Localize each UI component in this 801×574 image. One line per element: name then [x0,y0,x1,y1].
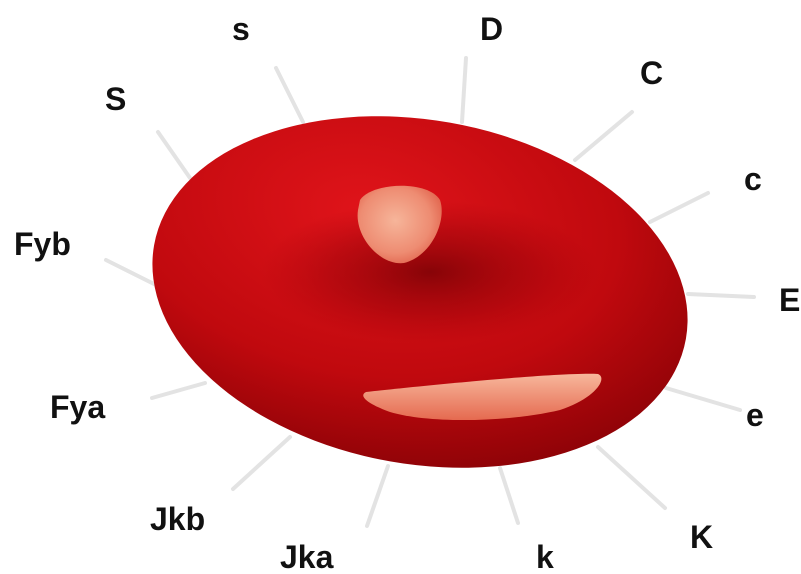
antigen-label-S: S [105,81,126,117]
stalk-e [666,388,740,410]
stalk-K [598,447,665,508]
stalk-k [500,468,518,523]
stalk-C [575,112,632,160]
antigen-label-c: c [744,161,762,197]
stalk-Fya [152,383,205,398]
stalk-Jkb [233,437,290,489]
stalk-S [158,132,190,178]
antigen-label-k: k [536,539,554,574]
antigen-label-s: s [232,11,250,47]
antigen-label-C: C [640,55,663,91]
stalk-D [462,58,466,122]
stalk-c [650,193,708,222]
antigen-label-Fya: Fya [50,389,105,425]
stalk-s [276,68,303,122]
antigen-label-D: D [480,11,503,47]
antigen-label-Jkb: Jkb [150,501,205,537]
antigen-label-K: K [690,519,713,555]
antigen-label-E: E [779,282,800,318]
antigen-label-Fyb: Fyb [14,226,71,262]
stalk-Fyb [106,260,156,285]
stalk-E [688,294,754,297]
antigen-label-Jka: Jka [280,539,334,574]
antigen-label-e: e [746,397,764,433]
stalk-Jka [367,466,388,526]
